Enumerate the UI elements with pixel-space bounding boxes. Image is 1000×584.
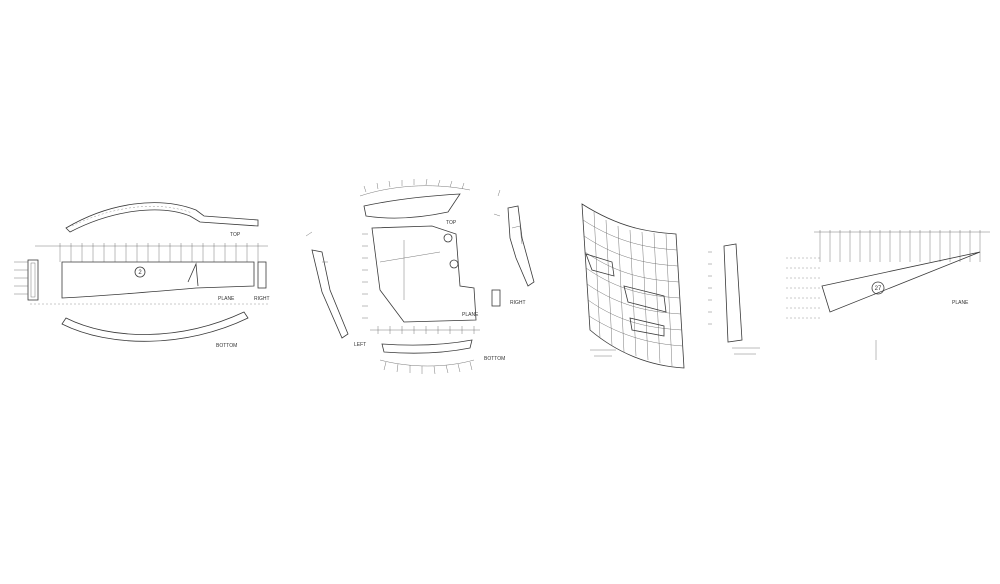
label-plane-2: PLANE <box>462 312 479 318</box>
grid-outline <box>581 203 685 369</box>
tapered-piece <box>723 243 743 343</box>
part-number-27: 27 <box>875 286 882 292</box>
grid-horizontals <box>582 219 684 347</box>
plane-view-outline-2 <box>371 225 477 323</box>
right-section <box>257 261 267 289</box>
panel-2: TOP PLANE <box>305 178 535 375</box>
plane-view-outline-27 <box>821 251 981 313</box>
bottom-view-outline <box>61 311 249 342</box>
part-number-circle-27 <box>871 281 885 295</box>
grid-verticals <box>593 211 673 367</box>
panel-part-2: TOP 2 PLANE R <box>14 202 270 349</box>
bottom-view-outline-2 <box>381 339 473 354</box>
label-plane-27: PLANE <box>952 300 969 306</box>
row-markers <box>786 257 820 319</box>
left-section <box>27 259 39 301</box>
label-top-2: TOP <box>446 220 457 226</box>
label-right: RIGHT <box>254 296 270 302</box>
top-view-outline-2 <box>363 193 461 219</box>
label-plane: PLANE <box>218 296 235 302</box>
top-view-outline <box>65 202 259 233</box>
label-left: LEFT <box>354 342 366 348</box>
plane-view-outline <box>61 261 255 299</box>
label-right-2: RIGHT <box>510 300 526 306</box>
label-bottom-2: BOTTOM <box>484 356 505 362</box>
ruler-ticks <box>59 243 259 262</box>
part-number-circle <box>134 266 146 278</box>
label-bottom: BOTTOM <box>216 343 237 349</box>
left-view-outline <box>311 249 349 339</box>
panel-3-grid-surface <box>581 203 760 369</box>
part-number: 2 <box>138 270 142 276</box>
panel-part-27: 27 PLANE <box>786 230 990 360</box>
right-view-outline <box>507 205 535 287</box>
label-top: TOP <box>230 232 241 238</box>
